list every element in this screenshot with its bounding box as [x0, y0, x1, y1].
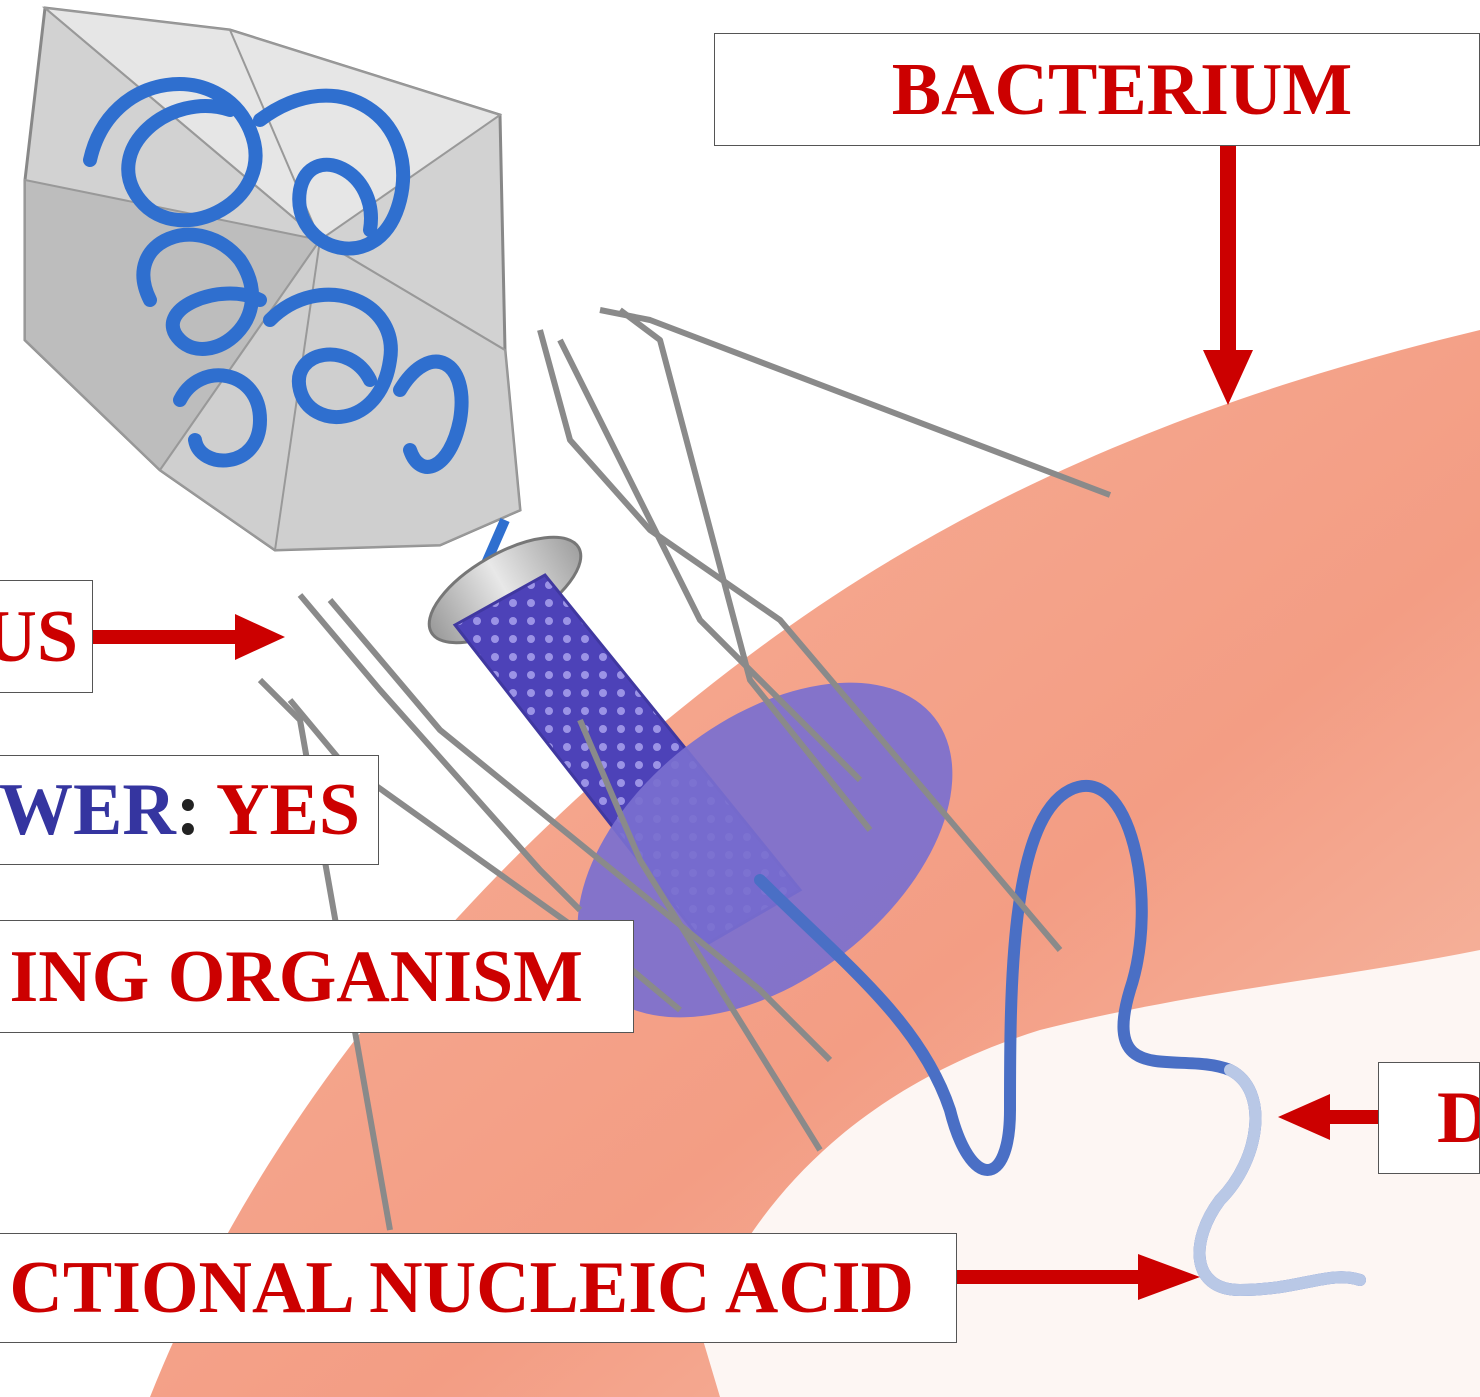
bacterium-arrow	[1203, 145, 1253, 405]
answer-label: WER : YES	[0, 755, 379, 865]
capsid-head	[25, 8, 520, 550]
virus-label-text: US	[0, 600, 78, 674]
nucleic-acid-label-text: CTIONAL NUCLEIC ACID	[9, 1251, 914, 1325]
virus-label: US	[0, 580, 93, 693]
nucleic-acid-label: CTIONAL NUCLEIC ACID	[0, 1233, 957, 1343]
answer-word: WER	[0, 773, 176, 847]
virus-arrow	[93, 614, 285, 660]
organism-label: ING ORGANISM	[0, 920, 634, 1033]
answer-colon: :	[176, 773, 201, 847]
dna-label-text: D	[1437, 1081, 1480, 1155]
answer-value: YES	[216, 773, 360, 847]
bacterium-label: BACTERIUM	[714, 33, 1480, 146]
bacterium-label-text: BACTERIUM	[892, 53, 1352, 127]
dna-label: D	[1378, 1062, 1480, 1174]
organism-label-text: ING ORGANISM	[9, 940, 583, 1014]
